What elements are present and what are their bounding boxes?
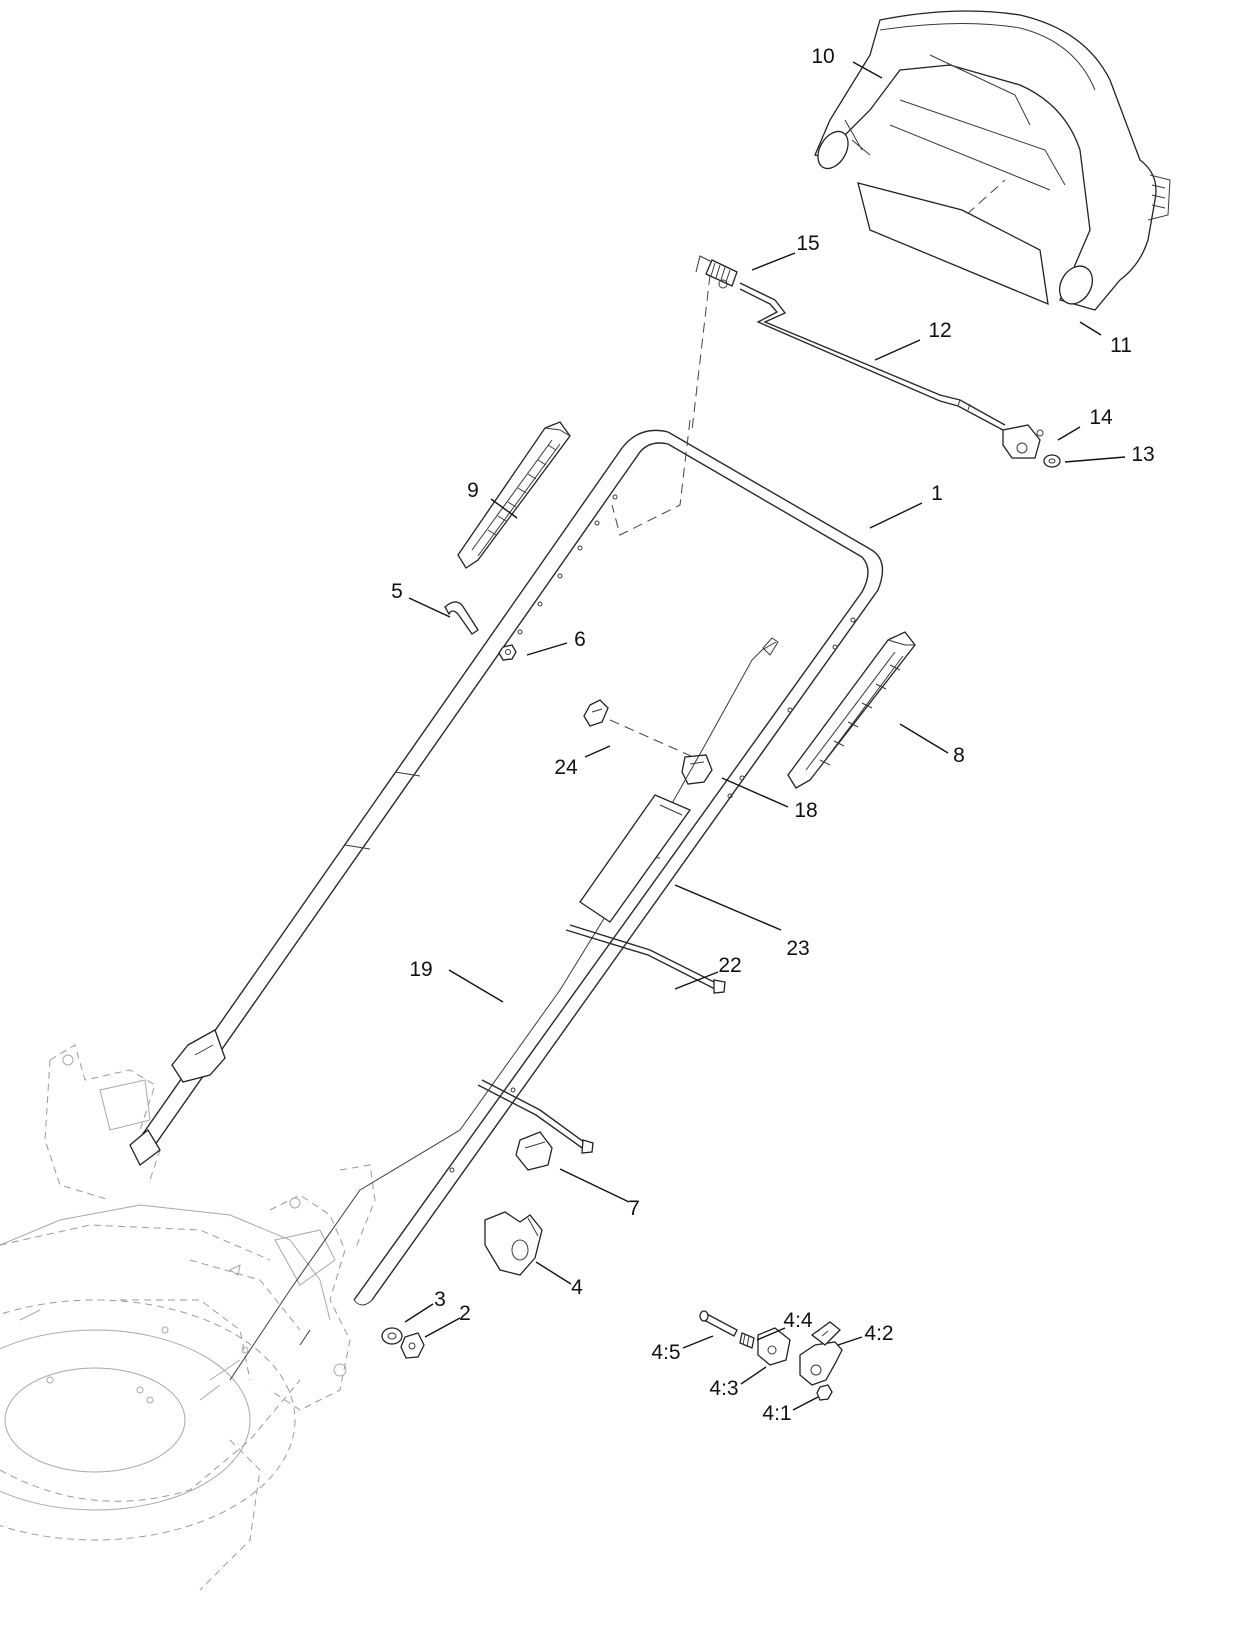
- control-rod: [695, 255, 1061, 468]
- cable-tie-22: [565, 924, 726, 994]
- callout-22: 22: [718, 954, 741, 977]
- callout-10: 10: [811, 45, 834, 68]
- pivot-14: [1002, 424, 1041, 459]
- cable-tie-lower: [477, 1079, 594, 1154]
- cable-clip-18: [681, 754, 713, 785]
- callout-23: 23: [786, 937, 809, 960]
- handle-clip-7: [515, 1131, 553, 1171]
- washer-3: [381, 1327, 403, 1345]
- callout-14: 14: [1089, 406, 1113, 429]
- handle-knob-4: [484, 1211, 543, 1276]
- bail-handle: [814, 10, 1171, 311]
- callout-18: 18: [794, 799, 817, 822]
- callout-11: 11: [1110, 334, 1132, 357]
- nut-6: [498, 644, 517, 661]
- callout-6: 6: [574, 628, 586, 651]
- callout-4-3: 4:3: [709, 1377, 738, 1400]
- callout-12: 12: [928, 319, 951, 342]
- callout-5: 5: [391, 580, 403, 603]
- mower-deck-ghost: [0, 1044, 376, 1591]
- knob-subassembly: [699, 1310, 843, 1401]
- panel-11: [857, 182, 1049, 306]
- decal-23: [579, 794, 691, 923]
- bolt-2: [400, 1332, 425, 1359]
- grip-strip-8: [787, 631, 916, 789]
- hairpin-clip-5: [444, 601, 479, 635]
- callout-2: 2: [459, 1302, 471, 1325]
- grip-strip-9: [457, 421, 571, 569]
- callout-15: 15: [796, 232, 819, 255]
- callout-4: 4: [571, 1276, 583, 1299]
- callout-8: 8: [953, 744, 965, 767]
- callout-4-1: 4:1: [762, 1402, 791, 1425]
- spring: [705, 259, 738, 287]
- callout-4-4: 4:4: [783, 1309, 813, 1332]
- callout-13: 13: [1131, 443, 1154, 466]
- callout-labels: 10 15 12 11 14 13 9 1 5 6 8 24 18 23 19 …: [391, 45, 1155, 1425]
- left-handle-bracket: [129, 1029, 226, 1166]
- callout-24: 24: [554, 756, 578, 779]
- washer-13: [1043, 454, 1061, 468]
- callout-4-5: 4:5: [651, 1341, 680, 1364]
- callout-19: 19: [409, 958, 432, 981]
- leader-lines: [404, 61, 1126, 1411]
- callout-7: 7: [628, 1197, 640, 1220]
- handle-frame: [132, 274, 884, 1306]
- callout-9: 9: [467, 479, 479, 502]
- callout-1: 1: [931, 482, 943, 505]
- callout-4-2: 4:2: [864, 1322, 893, 1345]
- knob-24: [583, 699, 701, 761]
- callout-3: 3: [434, 1288, 446, 1311]
